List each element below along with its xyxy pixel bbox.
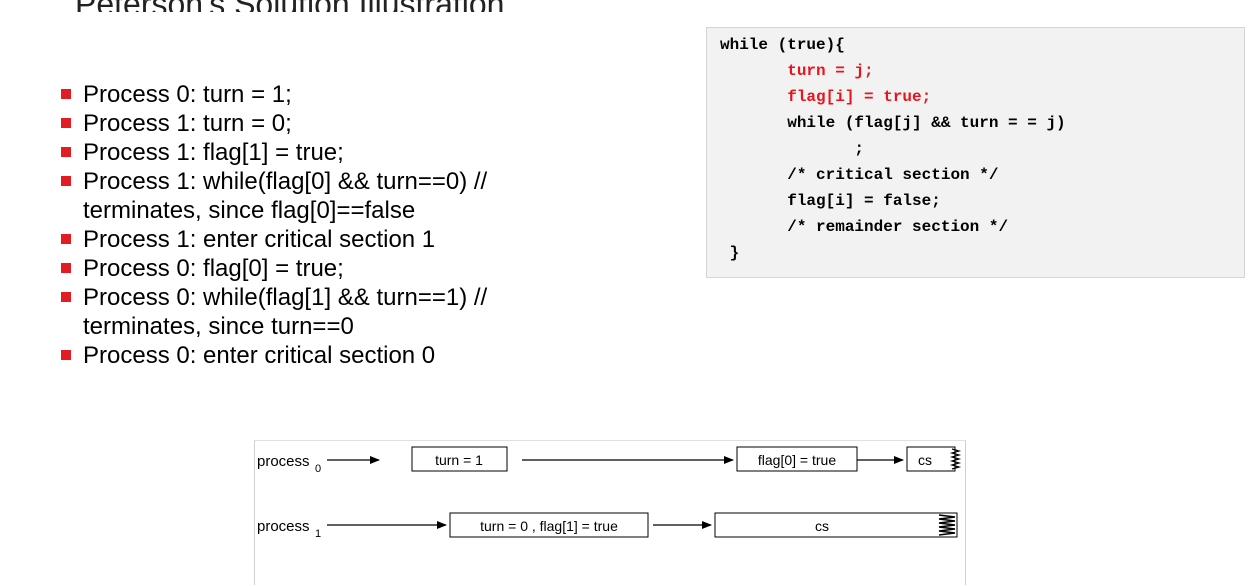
- code-line: ;: [720, 140, 865, 158]
- list-item: Process 1: turn = 0;: [58, 109, 698, 138]
- turn0-box: [449, 512, 649, 538]
- zigzag-icon: [938, 514, 956, 536]
- timeline-diagram: process 0 turn = 1 flag[0] = true cs pro…: [254, 440, 966, 585]
- bullet-icon: [61, 292, 71, 302]
- bullet-icon: [61, 89, 71, 99]
- cs1-box: [714, 512, 958, 538]
- bullet-icon: [61, 350, 71, 360]
- list-item: Process 1: while(flag[0] && turn==0) //t…: [58, 167, 698, 225]
- flag0-label: flag[0] = true: [758, 452, 836, 468]
- cs0-box: [906, 446, 956, 472]
- process0-subscript: 0: [315, 463, 321, 475]
- cs1-label: cs: [815, 518, 829, 534]
- zigzag-icon: [949, 448, 962, 470]
- bullet-icon: [61, 176, 71, 186]
- trace-list: Process 0: turn = 1; Process 1: turn = 0…: [58, 80, 698, 370]
- code-line: }: [720, 244, 740, 262]
- flag0-box: [736, 446, 858, 472]
- step-text: Process 1: while(flag[0] && turn==0) //: [83, 168, 488, 195]
- slide-title-text: Peterson's Solution Illustration: [75, 0, 504, 12]
- step-text-continued: terminates, since turn==0: [83, 313, 354, 340]
- turn0-label: turn = 0 , flag[1] = true: [480, 518, 618, 534]
- code-block: while (true){ turn = j; flag[i] = true; …: [706, 27, 1245, 278]
- list-item: Process 0: enter critical section 0: [58, 341, 698, 370]
- bullet-icon: [61, 118, 71, 128]
- step-text: Process 1: flag[1] = true;: [83, 139, 344, 166]
- bullet-icon: [61, 147, 71, 157]
- bullet-icon: [61, 234, 71, 244]
- turn1-box: [411, 446, 508, 472]
- step-text: Process 1: turn = 0;: [83, 110, 292, 137]
- code-line: while (true){: [720, 36, 845, 54]
- code-line-highlighted: turn = j;: [720, 62, 874, 80]
- step-text: Process 1: enter critical section 1: [83, 226, 436, 253]
- list-item: Process 0: turn = 1;: [58, 80, 698, 109]
- step-text: Process 0: while(flag[1] && turn==1) //: [83, 284, 488, 311]
- step-text: Process 0: turn = 1;: [83, 81, 292, 108]
- step-text-continued: terminates, since flag[0]==false: [83, 197, 416, 224]
- list-item: Process 0: while(flag[1] && turn==1) //t…: [58, 283, 698, 341]
- code-line: while (flag[j] && turn = = j): [720, 114, 1066, 132]
- list-item: Process 0: flag[0] = true;: [58, 254, 698, 283]
- list-item: Process 1: flag[1] = true;: [58, 138, 698, 167]
- bullet-icon: [61, 263, 71, 273]
- code-line: /* critical section */: [720, 166, 999, 184]
- process0-label: process: [257, 453, 310, 470]
- code-line-highlighted: flag[i] = true;: [720, 88, 932, 106]
- list-item: Process 1: enter critical section 1: [58, 225, 698, 254]
- slide-title: Peterson's Solution Illustration: [75, 0, 635, 12]
- step-text: Process 0: flag[0] = true;: [83, 255, 344, 282]
- turn1-label: turn = 1: [435, 452, 483, 468]
- process1-label: process: [257, 518, 310, 535]
- code-line: /* remainder section */: [720, 218, 1009, 236]
- step-text: Process 0: enter critical section 0: [83, 342, 436, 369]
- code-line: flag[i] = false;: [720, 192, 941, 210]
- cs0-label: cs: [918, 452, 932, 468]
- process1-subscript: 1: [315, 528, 321, 540]
- timeline-svg: process 0 turn = 1 flag[0] = true cs pro…: [257, 446, 962, 540]
